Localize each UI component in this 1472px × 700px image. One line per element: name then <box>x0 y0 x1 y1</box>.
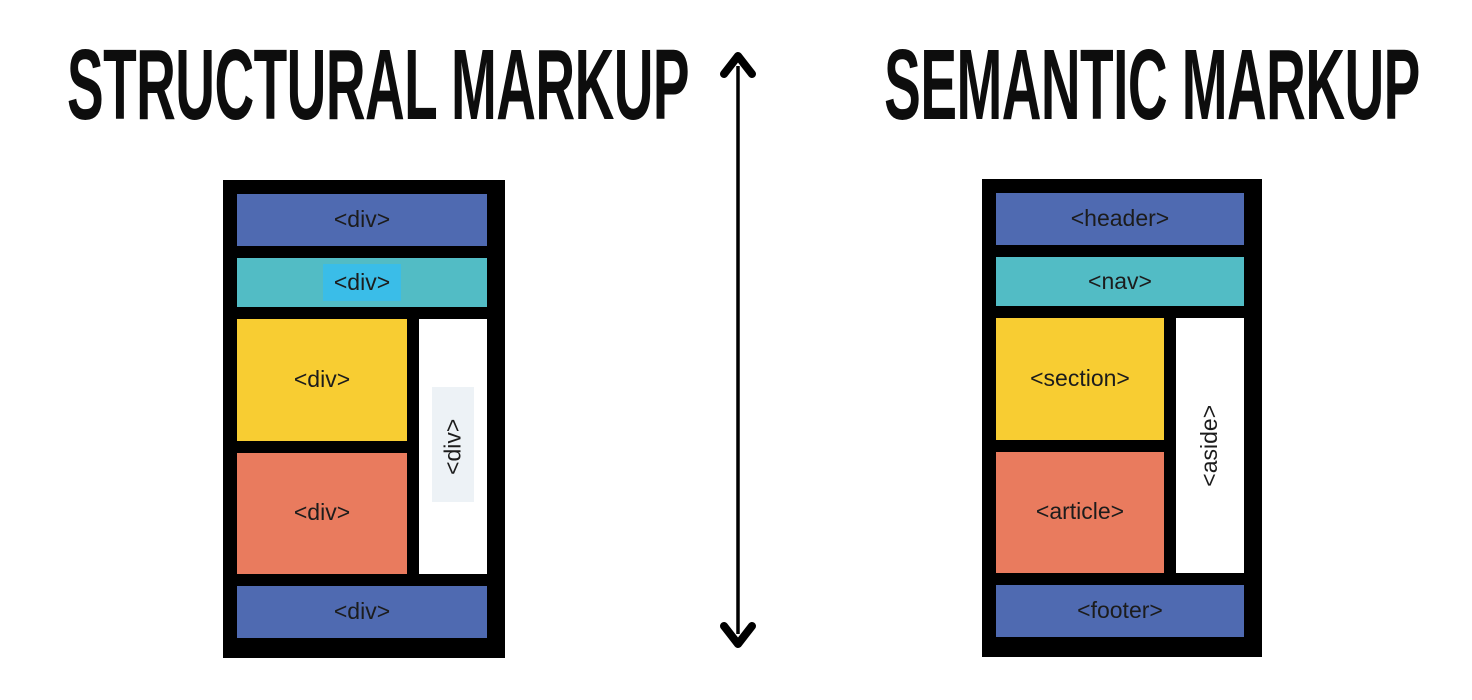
semantic-article-block: <article> <box>996 451 1164 573</box>
semantic-footer-label: <footer> <box>1077 597 1163 624</box>
semantic-title-text: SEMANTIC MARKUP <box>884 29 1420 141</box>
structural-main-label: <div> <box>293 365 351 392</box>
structural-secondary-block: <div> <box>237 452 407 574</box>
structural-top-block: <div> <box>237 194 487 246</box>
structural-main-block: <div> <box>237 319 407 441</box>
double-arrow-icon <box>720 52 756 648</box>
semantic-aside-label: <aside> <box>1196 404 1223 487</box>
semantic-wireframe: <header> <nav> <section> <article> <asid… <box>982 179 1262 657</box>
structural-bottom-label: <div> <box>333 598 391 625</box>
structural-nav-block: <div> <box>237 258 487 307</box>
semantic-nav-block: <nav> <box>996 257 1244 306</box>
structural-title: STRUCTURAL MARKUP <box>0 35 944 135</box>
structural-main-column: <div> <div> <box>237 319 407 574</box>
structural-nav-label: <div> <box>322 263 402 302</box>
semantic-title: SEMANTIC MARKUP <box>665 35 1472 135</box>
semantic-footer-block: <footer> <box>996 585 1244 637</box>
semantic-article-label: <article> <box>1035 498 1125 525</box>
semantic-nav-label: <nav> <box>1088 267 1152 294</box>
structural-bottom-block: <div> <box>237 586 487 638</box>
semantic-middle-row: <section> <article> <aside> <box>996 318 1244 573</box>
structural-middle-row: <div> <div> <div> <box>237 319 487 574</box>
structural-title-text: STRUCTURAL MARKUP <box>66 29 690 141</box>
semantic-header-label: <header> <box>1070 205 1170 232</box>
structural-secondary-label: <div> <box>293 499 351 526</box>
semantic-main-column: <section> <article> <box>996 318 1164 573</box>
structural-aside-block: <div> <box>419 319 487 574</box>
semantic-aside-block: <aside> <box>1176 318 1244 573</box>
structural-top-label: <div> <box>333 206 391 233</box>
structural-aside-label: <div> <box>439 418 466 475</box>
semantic-section-block: <section> <box>996 318 1164 440</box>
semantic-header-block: <header> <box>996 193 1244 245</box>
aside-text-highlight <box>432 387 474 502</box>
structural-wireframe: <div> <div> <div> <div> <div> <div> <box>223 180 505 658</box>
semantic-section-label: <section> <box>1030 364 1130 391</box>
